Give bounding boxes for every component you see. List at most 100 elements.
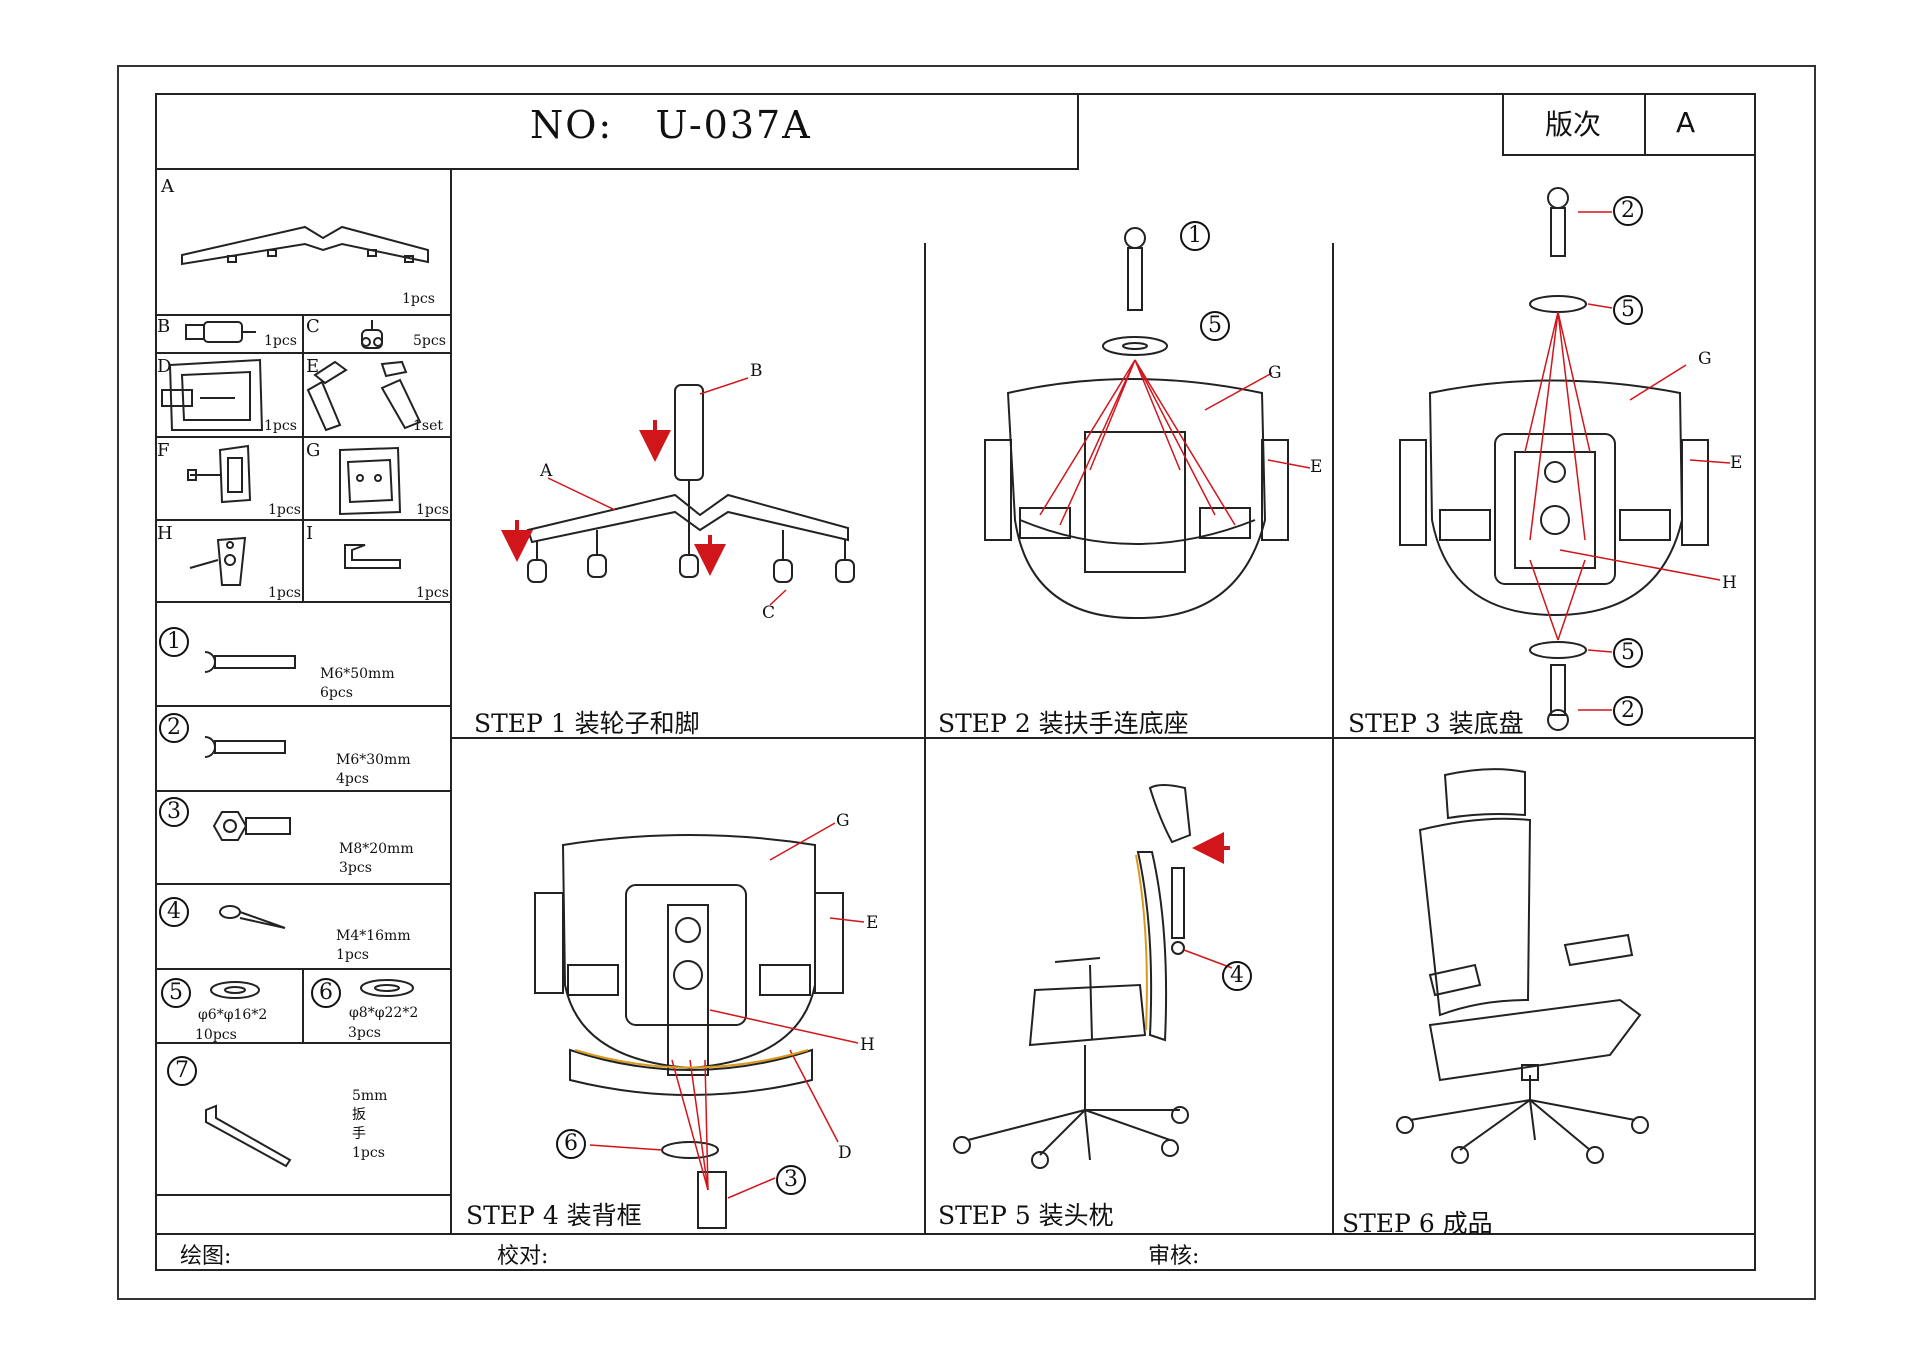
step-4-red-lines	[589, 822, 865, 1199]
hardware-6-qty: 3pcs	[348, 1025, 381, 1041]
callout-c-step1: C	[762, 603, 775, 623]
step-2-illustration	[984, 227, 1289, 620]
revision-box-bottom	[1502, 154, 1756, 156]
footer-top-line	[155, 1233, 1756, 1235]
callout-e-step4: E	[866, 913, 878, 933]
model-number: U-037A	[655, 103, 812, 147]
revision-value: A	[1676, 106, 1696, 139]
part-a-letter: A	[161, 176, 174, 197]
step-5-illustration	[953, 784, 1192, 1169]
callout-h-step3: H	[1722, 573, 1737, 593]
callout-3-step4: 3	[776, 1165, 806, 1195]
hardware-4-qty: 1pcs	[336, 947, 369, 963]
approved-by-label: 审核:	[1148, 1244, 1200, 1269]
step-3-illustration	[1399, 187, 1709, 731]
step-5-accent-lines	[1135, 854, 1148, 1031]
callout-e-step2: E	[1310, 457, 1322, 477]
callout-2-step3-bottom: 2	[1613, 696, 1643, 726]
hardware-4-spec: M4*16mm 1pcs	[336, 927, 411, 965]
part-h-qty: 1pcs	[268, 585, 301, 601]
callout-d-step4: D	[838, 1143, 852, 1163]
part-c-letter: C	[306, 316, 320, 337]
step-3-red-lines	[1524, 211, 1731, 711]
hardware-2-qty: 4pcs	[336, 771, 369, 787]
step-4-label: STEP 4 装背框	[466, 1201, 642, 1230]
grid-line	[155, 1194, 452, 1196]
callout-5-step3-top: 5	[1613, 295, 1643, 325]
callout-g-step2: G	[1268, 363, 1282, 383]
part-d-seat-illustration	[161, 358, 264, 431]
part-i-qty: 1pcs	[416, 585, 449, 601]
part-d-letter: D	[157, 356, 172, 377]
callout-5-step2: 5	[1200, 311, 1230, 341]
callout-2-step3-top: 2	[1613, 196, 1643, 226]
part-g-letter: G	[306, 440, 321, 461]
hardware-1-spec: M6*50mm 6pcs	[320, 665, 395, 703]
step-1-illustration	[526, 384, 855, 583]
step-5-red-lines	[1183, 949, 1233, 969]
grid-line	[302, 314, 304, 602]
hardware-icons	[204, 651, 414, 1168]
part-i-headrest-bracket-illustration	[344, 544, 401, 569]
hardware-7-number: 7	[167, 1056, 197, 1086]
callout-1-step2: 1	[1180, 221, 1210, 251]
steps-col-divider-1	[924, 243, 926, 1234]
hardware-4-number: 4	[159, 897, 189, 927]
part-h-letter: H	[157, 523, 173, 544]
grid-line	[155, 601, 452, 603]
part-g-back-frame-illustration	[339, 446, 402, 516]
step-2-label: STEP 2 装扶手连底座	[938, 709, 1189, 738]
outer-border	[117, 65, 1816, 1300]
step-3-label: STEP 3 装底盘	[1348, 709, 1524, 738]
part-e-letter: E	[306, 356, 320, 377]
callout-4-step5: 4	[1222, 961, 1252, 991]
step-4-illustration	[534, 834, 844, 1229]
hardware-4-size: M4*16mm	[336, 928, 411, 944]
callout-h-step4: H	[860, 1035, 875, 1055]
drawn-by-label: 绘图:	[180, 1244, 232, 1269]
step-1-callout-lines	[547, 377, 787, 606]
step-2-red-lines	[1039, 359, 1311, 526]
hardware-3-qty: 3pcs	[339, 860, 372, 876]
part-f-letter: F	[157, 440, 170, 461]
part-d-qty: 1pcs	[264, 418, 297, 434]
drawing-number: NO: U-037A	[530, 103, 812, 147]
hardware-7-spec: 5mm 扳 手 1pcs	[352, 1087, 387, 1163]
part-h-bracket-illustration	[189, 536, 247, 586]
hardware-3-number: 3	[159, 797, 189, 827]
hardware-3-size: M8*20mm	[339, 841, 414, 857]
hardware-7-tool-line1: 扳	[352, 1107, 366, 1123]
steps-row-divider	[450, 737, 1756, 739]
grid-line	[302, 968, 304, 1044]
step-1-label: STEP 1 装轮子和脚	[474, 709, 700, 738]
hardware-5-size: φ6*φ16*2	[198, 1007, 268, 1023]
part-f-qty: 1pcs	[268, 502, 301, 518]
callout-g-step3: G	[1698, 349, 1712, 369]
hardware-1-size: M6*50mm	[320, 666, 395, 682]
part-c-caster-illustration	[361, 320, 383, 349]
revision-label: 版次	[1545, 108, 1602, 141]
part-a-base-illustration	[181, 225, 429, 266]
steps-col-divider-2	[1332, 243, 1334, 1234]
hardware-5-number: 5	[161, 978, 191, 1008]
part-a-qty: 1pcs	[402, 291, 435, 307]
callout-labels: B A C G E G E H G E H D	[539, 349, 1742, 1163]
parts-column-right	[450, 168, 452, 1234]
hardware-7-tool-line2: 手	[352, 1126, 366, 1142]
step-4-accent-lines	[574, 1049, 809, 1069]
checked-by-label: 校对:	[497, 1244, 549, 1269]
step-1-arrows	[501, 420, 726, 576]
revision-box-left	[1502, 93, 1504, 156]
step-6-label: STEP 6 成品	[1342, 1209, 1493, 1238]
callout-a-step1: A	[539, 461, 553, 481]
part-b-qty: 1pcs	[264, 333, 297, 349]
hardware-6-size: φ8*φ22*2	[349, 1005, 419, 1021]
part-b-gas-lift-illustration	[185, 321, 256, 343]
hardware-7-qty: 1pcs	[352, 1145, 385, 1161]
hardware-6-number: 6	[311, 978, 341, 1008]
revision-box-divider	[1644, 93, 1646, 156]
part-f-mechanism-illustration	[187, 444, 252, 504]
part-g-qty: 1pcs	[416, 502, 449, 518]
hardware-1-qty: 6pcs	[320, 685, 353, 701]
